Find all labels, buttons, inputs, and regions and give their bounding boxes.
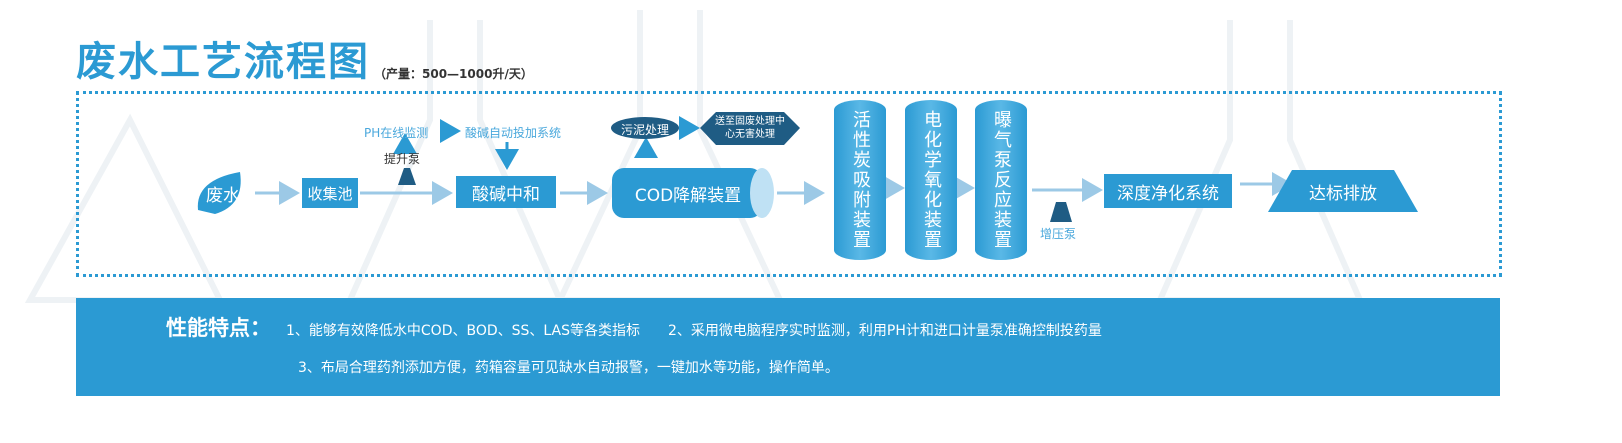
node-aeration: 曝气泵反应装置 bbox=[975, 100, 1027, 260]
node-deep-purification: 深度净化系统 bbox=[1104, 174, 1232, 208]
node-activated-carbon: 活性炭吸附装置 bbox=[834, 100, 886, 260]
features-heading: 性能特点： bbox=[166, 316, 271, 340]
cod-cylinder-end bbox=[750, 168, 774, 218]
node-neutralization: 酸碱中和 bbox=[456, 176, 556, 208]
title-group: 废水工艺流程图 （产量：500—1000升/天） bbox=[76, 38, 533, 86]
wastewater-drop-icon bbox=[197, 172, 241, 214]
lift-pump-icon bbox=[398, 168, 416, 185]
node-sludge: 污泥处理 bbox=[621, 123, 670, 137]
booster-pump-icon bbox=[1050, 202, 1072, 222]
cod-cylinder-body bbox=[612, 168, 762, 218]
node-cod: COD降解装置 bbox=[634, 185, 742, 206]
node-booster-pump: 增压泵 bbox=[1040, 227, 1077, 241]
features-line-2: 3、布局合理药剂添加方便，药箱容量可见缺水自动报警，一键加水等功能，操作简单。 bbox=[298, 360, 839, 376]
node-discharge: 达标排放 bbox=[1309, 183, 1377, 204]
solid-waste-shape bbox=[700, 112, 800, 145]
node-electro-oxidation: 电化学氧化装置 bbox=[905, 100, 957, 260]
page-title: 废水工艺流程图 bbox=[76, 39, 370, 85]
node-lift-pump: 提升泵 bbox=[384, 152, 421, 166]
features-line-1: 1、能够有效降低水中COD、BOD、SS、LAS等各类指标 2、采用微电脑程序实… bbox=[286, 323, 1102, 339]
discharge-shape bbox=[1268, 170, 1418, 212]
flow-frame bbox=[76, 91, 1502, 277]
node-ph-monitor: PH在线监测 bbox=[364, 126, 429, 140]
sludge-ellipse bbox=[611, 117, 679, 139]
node-solid-waste: 送至固废处理中心无害处理 bbox=[715, 116, 785, 140]
node-wastewater: 废水 bbox=[206, 185, 240, 206]
node-acid-dosing: 酸碱自动投加系统 bbox=[465, 126, 562, 140]
node-collection-tank: 收集池 bbox=[302, 178, 358, 208]
page-subtitle: （产量：500—1000升/天） bbox=[374, 67, 533, 81]
features-panel: 性能特点： 1、能够有效降低水中COD、BOD、SS、LAS等各类指标 2、采用… bbox=[76, 298, 1500, 396]
